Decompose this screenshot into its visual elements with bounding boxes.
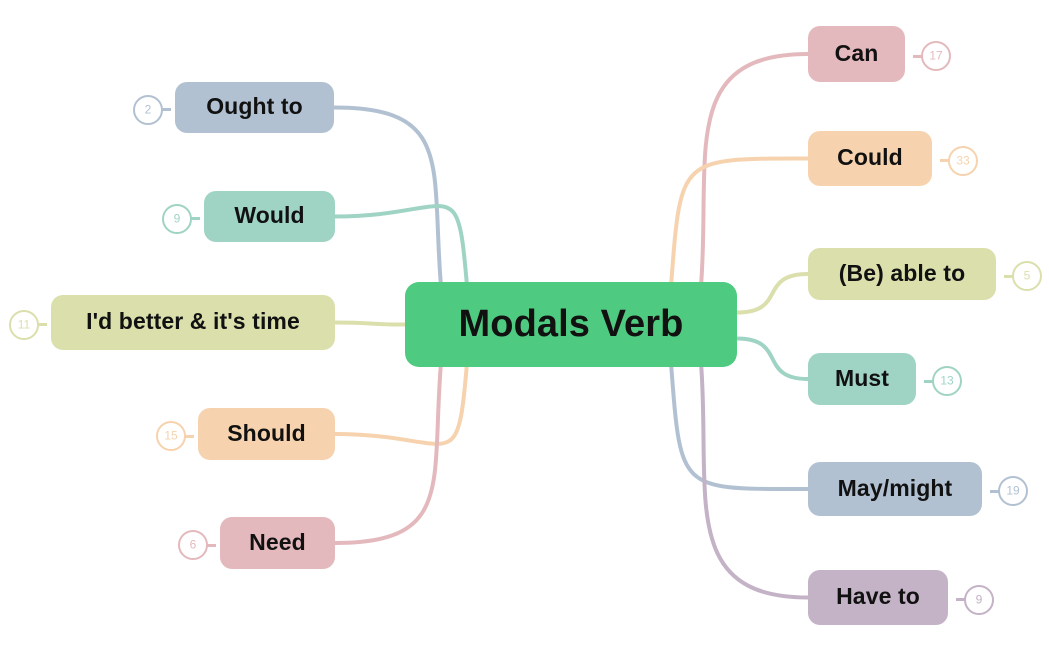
badge-be-able-to[interactable]: 5 <box>1004 261 1042 291</box>
node-label: Can <box>834 39 879 66</box>
badge-count: 5 <box>1023 268 1031 283</box>
badge-need[interactable]: 6 <box>178 530 216 560</box>
badge-would[interactable]: 9 <box>162 203 200 234</box>
node-can[interactable]: Can <box>808 26 905 82</box>
badge-stub <box>37 323 47 326</box>
badge-count: 15 <box>164 428 178 443</box>
badge-have-to[interactable]: 9 <box>956 584 994 615</box>
badge-count: 9 <box>173 211 181 225</box>
node-must[interactable]: Must <box>808 353 916 405</box>
badge-count: 13 <box>940 373 954 388</box>
node-label: Must <box>834 364 890 391</box>
badge-stub <box>924 379 934 383</box>
badge-stub <box>161 108 171 111</box>
badge-stub <box>956 598 966 601</box>
node-label: Would <box>234 202 305 228</box>
connector-must <box>735 336 810 381</box>
badge-i-d-better-it-s-time[interactable]: 11 <box>9 309 47 340</box>
node-be-able-to[interactable]: (Be) able to <box>808 248 996 300</box>
badge-count: 2 <box>144 102 152 116</box>
badge-stub <box>1004 274 1014 278</box>
connector-could <box>669 156 810 288</box>
node-label: Could <box>837 144 903 170</box>
node-label: May/might <box>837 474 953 501</box>
connector-have-to <box>699 361 810 600</box>
node-could[interactable]: Could <box>808 131 932 186</box>
badge-ought-to[interactable]: 2 <box>133 94 171 125</box>
badge-count: 11 <box>17 317 31 331</box>
badge-count: 6 <box>189 537 197 552</box>
connector-i-d-better-it-s-time <box>333 320 407 327</box>
node-would[interactable]: Would <box>204 191 335 242</box>
badge-could[interactable]: 33 <box>940 145 978 176</box>
node-have-to[interactable]: Have to <box>808 570 948 625</box>
node-label: (Be) able to <box>838 259 966 286</box>
badge-stub <box>940 159 950 162</box>
connector-may-might <box>669 361 810 492</box>
badge-stub <box>190 217 200 220</box>
node-ought-to[interactable]: Ought to <box>175 82 334 133</box>
node-label: Should <box>227 419 306 446</box>
badge-count: 19 <box>1006 483 1020 498</box>
badge-stub <box>990 489 1000 493</box>
connector-need <box>333 361 443 545</box>
badge-can[interactable]: 17 <box>913 41 951 71</box>
node-label: I'd better & it's time <box>86 308 300 334</box>
badge-should[interactable]: 15 <box>156 421 194 451</box>
badge-count: 17 <box>929 48 943 63</box>
root-node-label: Modals Verb <box>458 302 684 345</box>
badge-must[interactable]: 13 <box>924 366 962 396</box>
badge-stub <box>206 543 216 547</box>
root-node-modals-verb[interactable]: Modals Verb <box>405 282 737 367</box>
node-label: Need <box>249 528 306 555</box>
node-should[interactable]: Should <box>198 408 335 460</box>
connector-ought-to <box>332 105 443 288</box>
connector-should <box>333 361 469 446</box>
badge-count: 33 <box>956 153 970 167</box>
node-label: Have to <box>836 583 920 609</box>
badge-stub <box>913 54 923 58</box>
node-i-d-better-it-s-time[interactable]: I'd better & it's time <box>51 295 335 350</box>
connector-can <box>699 52 810 288</box>
node-need[interactable]: Need <box>220 517 335 569</box>
connector-would <box>333 203 469 288</box>
node-label: Ought to <box>206 93 303 119</box>
badge-count: 9 <box>975 592 983 606</box>
connector-be-able-to <box>735 272 810 315</box>
badge-stub <box>184 434 194 438</box>
badge-may-might[interactable]: 19 <box>990 476 1028 506</box>
node-may-might[interactable]: May/might <box>808 462 982 516</box>
